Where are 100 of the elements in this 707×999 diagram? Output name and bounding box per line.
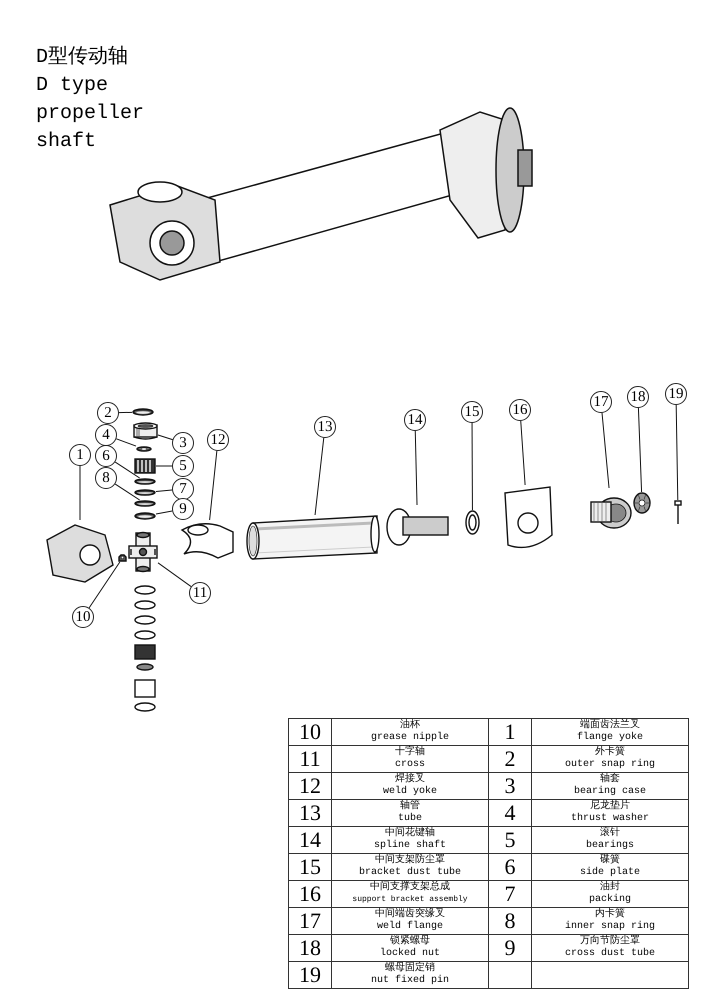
ring-drawing [134,478,156,485]
callout-number: 10 [72,606,94,628]
part-name-chinese: 中间花键轴 [385,828,435,840]
part-number: 18 [299,935,321,961]
part-number: 16 [299,881,321,907]
part-number: 12 [299,773,321,799]
part-name-english: tube [398,813,422,825]
part-name-english: side plate [580,867,640,879]
washer-drawing [136,446,152,452]
nut-drawing [633,492,651,514]
part-number: 10 [299,719,321,745]
part-name-chinese: 尼龙垫片 [590,801,630,812]
callout-number: 8 [95,467,117,489]
part-name-chinese: 滚针 [600,828,620,840]
part-name-english: outer snap ring [564,759,655,771]
callout-number: 3 [172,432,194,454]
part-name-chinese: 外卡簧 [595,747,625,759]
leader-line [414,430,418,506]
callout-number: 11 [189,582,211,604]
leader-line [156,490,173,492]
part-name-chinese: 万向节防尘罩 [580,936,640,948]
callout-number: 2 [97,402,119,424]
leader-line [209,450,218,520]
callout-number: 19 [665,383,687,405]
leader-line [88,562,120,608]
callout-number: 13 [314,416,336,438]
ring-drawing [134,500,156,507]
part-name-english: bracket dust tube [358,867,462,879]
part-name-chinese: 端面齿法兰叉 [580,720,640,732]
callout-number: 6 [95,445,117,467]
part-name-chinese: 中间支架防尘罩 [375,855,445,866]
part-name-english: bearing case [574,786,646,798]
leader-line [156,510,173,514]
part-number: 1 [504,719,516,745]
callout-number: 18 [627,386,649,408]
ring-drawing [134,512,156,520]
diagram-title: D型传动轴 D type propeller shaft [36,44,146,155]
leader-line [638,408,642,492]
part-name-english: bearings [586,840,634,852]
part-name-english: flange yoke [576,732,643,744]
part-name-chinese: 中间端齿突缘叉 [375,909,445,920]
callout-number: 7 [172,478,194,500]
part-name-english: cross dust tube [564,948,655,960]
needle-bearing-drawing [134,458,156,474]
part-number: 15 [299,854,321,880]
part-name-chinese: 螺母固定销 [385,963,435,974]
part-name-english: thrust washer [570,813,649,825]
part-name-english: nut fixed pin [370,975,449,987]
part-number: 17 [299,908,321,934]
part-number: 8 [504,908,516,934]
part-number: 3 [504,773,516,799]
leader-line [118,412,132,414]
part-name-chinese: 油封 [600,882,620,894]
callout-number: 12 [207,429,229,451]
part-number: 7 [504,881,516,907]
leader-line [158,562,192,588]
part-name-english: grease nipple [370,732,449,744]
part-number: 11 [299,746,321,772]
part-name-chinese: 油杯 [400,720,420,732]
part-name-english: packing [588,894,631,906]
tube-drawing [245,515,380,560]
part-name-english: support bracket assembly [352,894,468,906]
leader-line [114,462,140,478]
part-name-chinese: 轴套 [600,774,620,786]
callout-number: 9 [172,498,194,520]
callout-number: 15 [461,401,483,423]
part-name-english: weld flange [376,921,443,933]
ring-side-drawing [465,510,480,535]
leader-line [314,437,324,516]
leader-line [114,484,140,500]
part-name-chinese: 内卡簧 [595,909,625,921]
ring-drawing [134,489,156,496]
nipple-drawing [118,554,127,562]
weld-yoke-drawing [180,520,235,560]
leader-line [158,434,174,440]
part-name-english: weld yoke [382,786,437,798]
part-name-english: spline shaft [374,840,446,852]
callout-number: 17 [590,391,612,413]
leader-line [116,438,136,447]
part-name-chinese: 碟簧 [600,855,620,866]
part-name-chinese: 锁紧螺母 [390,936,430,948]
part-name-chinese: 焊接叉 [395,774,425,786]
part-name-chinese: 中间支撑支架总成 [370,882,450,894]
leader-line [520,420,526,486]
callout-number: 16 [509,399,531,421]
pin-drawing [674,500,682,525]
part-number: 5 [504,827,516,853]
part-name-chinese: 十字轴 [395,747,425,759]
part-number: 14 [299,827,321,853]
part-number: 4 [504,800,516,826]
part-number: 19 [299,962,321,988]
ring-drawing [132,408,154,416]
cross-drawing [128,532,158,572]
callout-number: 1 [69,444,91,466]
part-number: 2 [504,746,516,772]
leader-line [602,412,610,488]
leader-line [472,422,473,510]
callout-number: 4 [95,424,117,446]
part-name-english: cross [394,759,425,771]
part-number: 13 [299,800,321,826]
